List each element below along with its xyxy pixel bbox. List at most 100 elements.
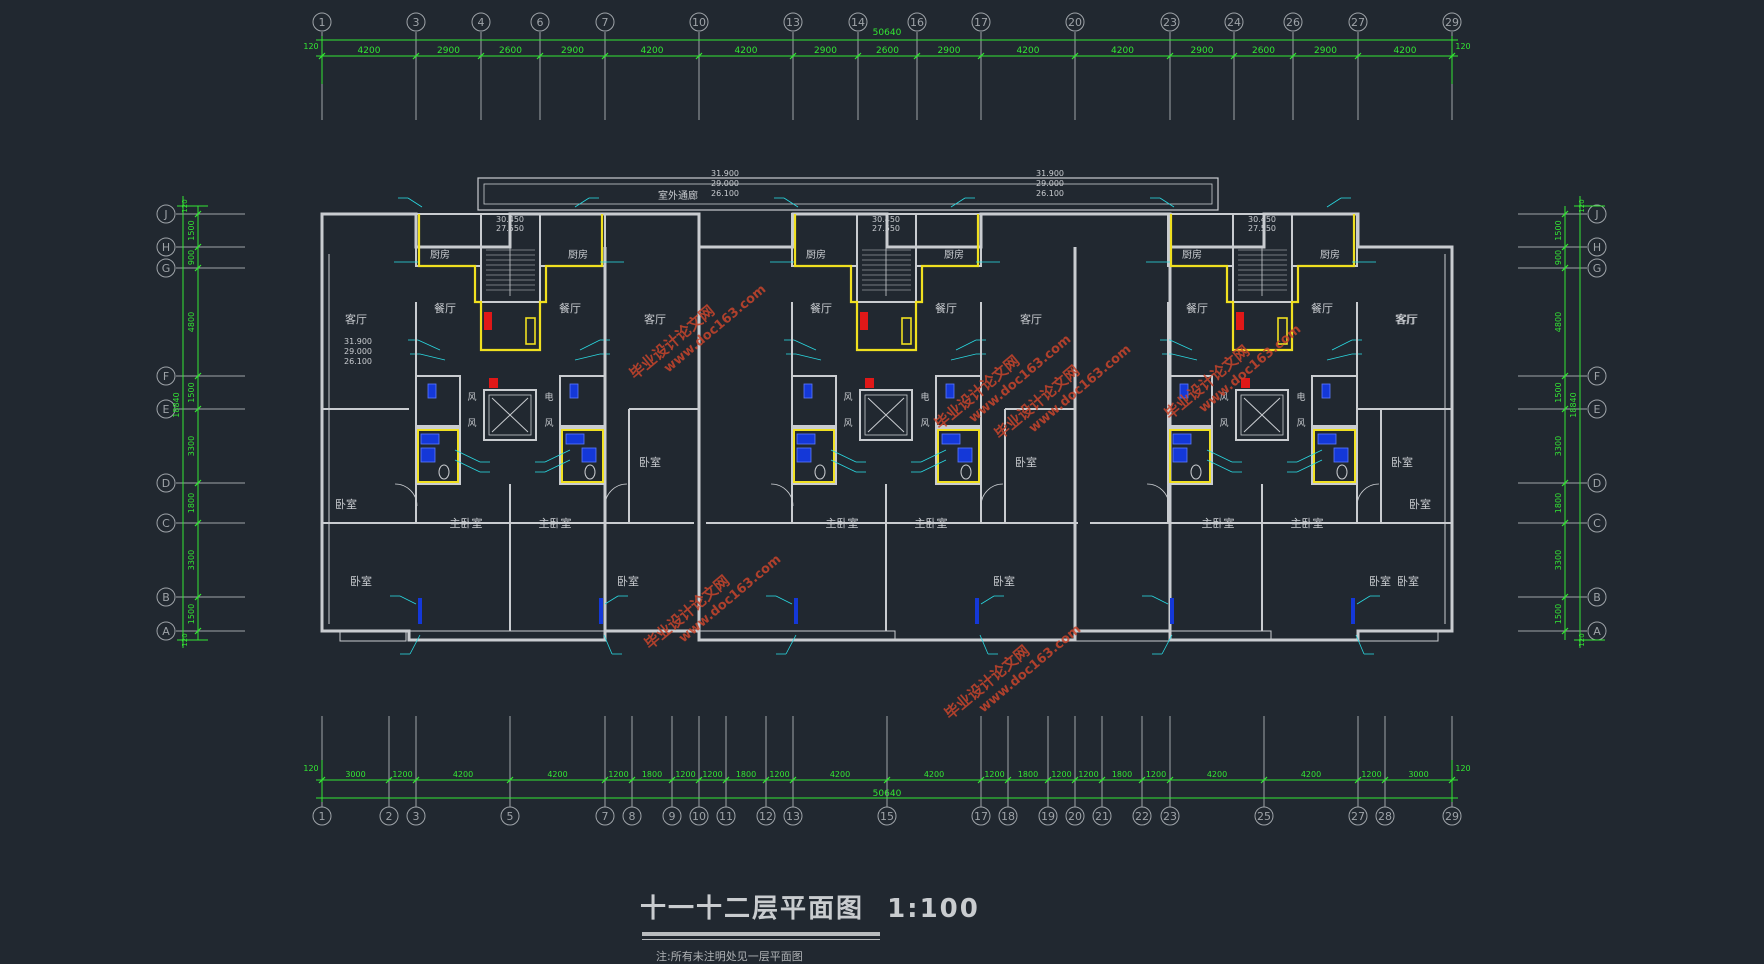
row-axis-label: D: [1593, 477, 1601, 490]
axis-label: 3: [413, 16, 420, 29]
axis-label: 11: [719, 810, 733, 823]
dim-tick: [1230, 52, 1238, 60]
dimension-label: 2600: [1252, 46, 1275, 56]
plumbing-fixture: [945, 383, 955, 399]
partition: [791, 302, 982, 631]
edge-dim-right: 120: [1455, 764, 1470, 773]
dimension-label: 1200: [984, 770, 1004, 779]
axis-bubble: [1442, 12, 1462, 32]
edge-dim: 120: [181, 633, 189, 646]
plumbing-fixture: [1172, 433, 1192, 445]
dim-tick: [1138, 776, 1146, 784]
pipe-leader: [1206, 459, 1233, 473]
axis-bubble: [1224, 12, 1244, 32]
row-axis-bubble: [1587, 366, 1607, 386]
dim-tick: [722, 776, 730, 784]
plumbing-fixture: [581, 447, 597, 463]
fire-hydrant-box: [484, 312, 492, 330]
row-axis-label: B: [1593, 591, 1601, 604]
axis-bubble: [877, 806, 897, 826]
row-axis-label: H: [1593, 241, 1601, 254]
dim-tick: [1354, 52, 1362, 60]
bathroom-pipe-loop: [937, 429, 980, 483]
dim-tick: [854, 52, 862, 60]
row-axis-bubble: [1587, 258, 1607, 278]
plumbing-fixture: [420, 447, 436, 463]
label-corridor: 室外通廊: [658, 189, 698, 202]
dim-tick: [1004, 776, 1012, 784]
axis-label: 7: [602, 810, 609, 823]
axis-label: 26: [1286, 16, 1300, 29]
row-axis-label: E: [1594, 403, 1601, 416]
row-axis-bubble: [156, 473, 176, 493]
drain-pipe: [1351, 598, 1355, 624]
row-dim-label: 1500: [1554, 382, 1563, 402]
dimension-label: 1800: [642, 770, 662, 779]
label-elec: 电: [920, 391, 929, 403]
room-label: 客厅: [345, 312, 367, 326]
row-axis-bubble: [1587, 237, 1607, 257]
pipe-leader: [544, 449, 571, 463]
row-axis-label: J: [1594, 208, 1598, 221]
door-swing: [770, 483, 794, 507]
axis-label: 24: [1227, 16, 1241, 29]
partition: [628, 408, 699, 523]
axis-label: 7: [602, 16, 609, 29]
axis-label: 13: [786, 810, 800, 823]
row-dim-label: 1800: [1554, 493, 1563, 513]
room-label: 餐厅: [810, 301, 832, 315]
dim-tick: [977, 776, 985, 784]
elevation-tag: 29.000: [711, 179, 739, 188]
edge-dim: 120: [1578, 633, 1586, 646]
edge-dim-left: 120: [303, 42, 318, 51]
axis-label: 20: [1068, 16, 1082, 29]
dimension-label: 4200: [830, 770, 850, 779]
axis-bubble: [1254, 806, 1274, 826]
plumbing-fixture: [569, 383, 579, 399]
dim-tick: [913, 52, 921, 60]
axis-bubble: [662, 806, 682, 826]
axis-label: 23: [1163, 810, 1177, 823]
row-dim-label: 3300: [1554, 550, 1563, 570]
row-dim-label: 900: [187, 250, 196, 265]
dimension-label: 4200: [1017, 46, 1040, 56]
room-label: 卧室: [1397, 574, 1419, 588]
label-kitchen: 厨房: [944, 248, 964, 261]
water-pipe-run: [417, 214, 604, 352]
plumbing-fixture: [941, 433, 961, 445]
axis-label: 12: [759, 810, 773, 823]
room-label: 客厅: [644, 312, 666, 326]
room-label: 餐厅: [559, 301, 581, 315]
row-axis-bubble: [156, 237, 176, 257]
drawing-title-block: 十一十二层平面图 1:100 注:所有未注明处见一层平面图: [640, 888, 1060, 963]
room-label: 客厅: [1020, 312, 1042, 326]
inner-wall-line: [328, 254, 1446, 624]
watermark: 毕业设计论文网www.doc163.com毕业设计论文网www.doc163.c…: [626, 282, 1304, 723]
bathroom-pipe-loop: [793, 429, 835, 483]
pipe-leader: [1206, 449, 1233, 463]
axis-bubble: [1348, 12, 1368, 32]
plumbing-fixture: [1179, 383, 1189, 399]
row-axis-bubble: [1587, 399, 1607, 419]
pipe-leader: [604, 595, 619, 605]
elevator-cross: [491, 397, 529, 433]
drain-pipe: [418, 598, 422, 624]
elevation-tag: 31.900: [711, 169, 739, 178]
dimension-total: 50640: [873, 28, 902, 38]
drain-pipe: [975, 598, 979, 624]
label-kitchen: 厨房: [806, 248, 826, 261]
pipe-leader: [783, 197, 799, 208]
row-axis-bubble: [1587, 473, 1607, 493]
axis-bubble: [907, 12, 927, 32]
dimension-label: 1800: [1112, 770, 1132, 779]
pipe-leader: [793, 339, 817, 351]
pipe-leader: [950, 353, 977, 361]
dim-tick: [412, 776, 420, 784]
toilet-fixture: [1336, 464, 1348, 480]
axis-bubble: [1065, 806, 1085, 826]
bathroom-pipe-loop: [417, 429, 459, 483]
dimension-label: 4200: [453, 770, 473, 779]
dimension-label: 3000: [1408, 770, 1428, 779]
elevator-car: [488, 394, 532, 436]
